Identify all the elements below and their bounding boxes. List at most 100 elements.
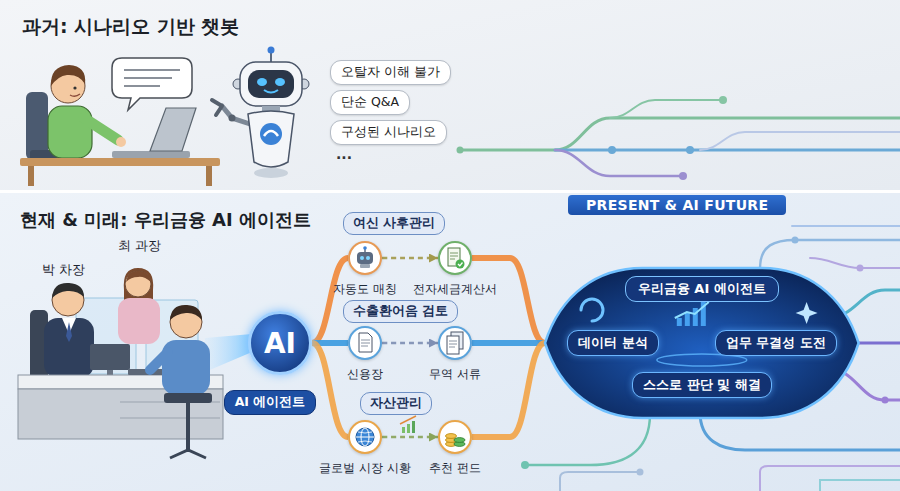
pill-text: 스스로 판단 및 해결 <box>643 376 761 394</box>
desk <box>20 158 220 166</box>
icon-glyph <box>361 346 368 347</box>
flow-connector <box>312 258 348 343</box>
chatbot-robot <box>229 115 236 122</box>
circuit-dot <box>792 237 799 244</box>
panel-ground <box>0 193 900 491</box>
icon-caption: 무역 서류 <box>429 366 481 383</box>
icon-glyph <box>456 260 465 269</box>
employee-figure <box>170 450 206 458</box>
flow-connector <box>312 343 348 437</box>
icon-glyph <box>449 341 457 342</box>
icon-node: 무역 서류 <box>438 326 472 360</box>
banner-tab: PRESENT & AI FUTURE <box>568 195 786 215</box>
branch-header: 여신 사후관리 <box>343 212 445 235</box>
icon-node: 신용장 <box>348 326 382 360</box>
bubble-text: 오탈자 이해 불가 <box>341 64 440 81</box>
speech-bubble: 오탈자 이해 불가 <box>330 60 451 85</box>
manager-figure <box>30 283 94 380</box>
dashed-arrow <box>382 342 438 345</box>
circuit-wire <box>460 118 900 150</box>
icon-node: 추천 펀드 <box>438 420 472 454</box>
icon-glyph <box>447 336 459 354</box>
pill-text: 업무 무결성 도전 <box>726 334 826 352</box>
panel-band: 과거: 시나리오 기반 챗봇오탈자 이해 불가단순 Q&A구성된 시나리오 <box>0 0 900 190</box>
manager-figure <box>52 283 84 298</box>
user-figure <box>26 65 126 160</box>
header-text: 여신 사후관리 <box>353 215 435 232</box>
icon-glyph <box>356 437 374 438</box>
growth-chart <box>400 416 416 433</box>
hub-outline <box>545 268 859 418</box>
person-name: 박 차장 <box>42 262 85 279</box>
chatbot-robot <box>254 168 288 178</box>
icon-glyph <box>361 340 370 341</box>
desk <box>20 158 220 186</box>
icon-caption: 추천 펀드 <box>429 460 481 477</box>
laptop <box>150 108 196 151</box>
icon-glyph <box>449 344 457 345</box>
user-figure <box>84 118 118 140</box>
header-text: 자산관리 <box>370 395 422 412</box>
growth-chart <box>400 416 416 424</box>
bubble-text: 단순 Q&A <box>341 94 399 111</box>
flow-connector <box>472 258 545 343</box>
icon-node: 글로벌 시장 시황 <box>348 420 382 454</box>
hub-decoration <box>581 299 603 321</box>
speech-bubble-icon <box>124 69 180 71</box>
banner-text: PRESENT & AI FUTURE <box>586 197 768 213</box>
circuit-wire <box>792 225 900 227</box>
icon-glyph <box>454 438 465 443</box>
pill-text: AI 에이전트 <box>235 394 306 411</box>
panel-title: 현재 & 미래: 우리금융 AI 에이전트 <box>20 208 311 232</box>
user-figure <box>116 137 126 147</box>
dashed-arrow <box>382 257 438 260</box>
panel-ground <box>0 190 900 193</box>
chatbot-robot <box>240 62 302 106</box>
speech-bubble-icon <box>124 77 172 79</box>
speech-bubble-icon <box>112 58 192 110</box>
circuit-wire <box>525 414 650 465</box>
ai-circle: AI <box>248 311 312 375</box>
icon-glyph <box>360 256 364 260</box>
circuit-wire <box>560 472 640 491</box>
circuit-dot <box>457 96 728 180</box>
circuit-dot <box>637 469 644 476</box>
chatbot-robot <box>212 47 309 179</box>
circuit-dot <box>686 146 694 154</box>
monitor <box>90 344 130 376</box>
branch-header: 수출환어음 검토 <box>343 300 458 323</box>
manager-figure <box>44 318 94 378</box>
circuit-wire <box>760 240 900 268</box>
manager-figure <box>66 322 72 342</box>
chatbot-robot <box>275 78 285 86</box>
laptop <box>112 151 190 158</box>
staff-figure <box>124 268 153 302</box>
user-figure <box>26 92 48 160</box>
circuit-dot <box>679 172 687 180</box>
icon-glyph <box>458 263 463 266</box>
circuit-wire <box>555 149 900 152</box>
icon-glyph <box>356 428 374 446</box>
monitor <box>90 344 130 370</box>
flow-connector <box>472 340 545 346</box>
circuit-dot <box>719 96 727 104</box>
hub-decoration <box>677 318 682 326</box>
circuit-dot <box>608 146 616 154</box>
capability-pill: 데이터 분석 <box>567 330 659 356</box>
header-text: 수출환어음 검토 <box>353 303 448 320</box>
capability-pill: 업무 무결성 도전 <box>715 330 837 356</box>
growth-chart <box>407 424 410 433</box>
icon-glyph <box>350 243 380 273</box>
beam-light <box>205 334 252 372</box>
person-name: 최 과장 <box>118 238 161 255</box>
beam-light <box>205 334 252 372</box>
panel-band: 현재 & 미래: 우리금융 AI 에이전트 PRESENT & AI FUTURE… <box>0 193 900 491</box>
icon-glyph <box>450 256 458 257</box>
circuit-wire <box>760 466 900 491</box>
hub-decoration <box>796 302 818 324</box>
icon-caption: 전자세금계산서 <box>413 281 497 298</box>
office-desk <box>120 418 220 419</box>
icon-glyph <box>446 434 457 439</box>
